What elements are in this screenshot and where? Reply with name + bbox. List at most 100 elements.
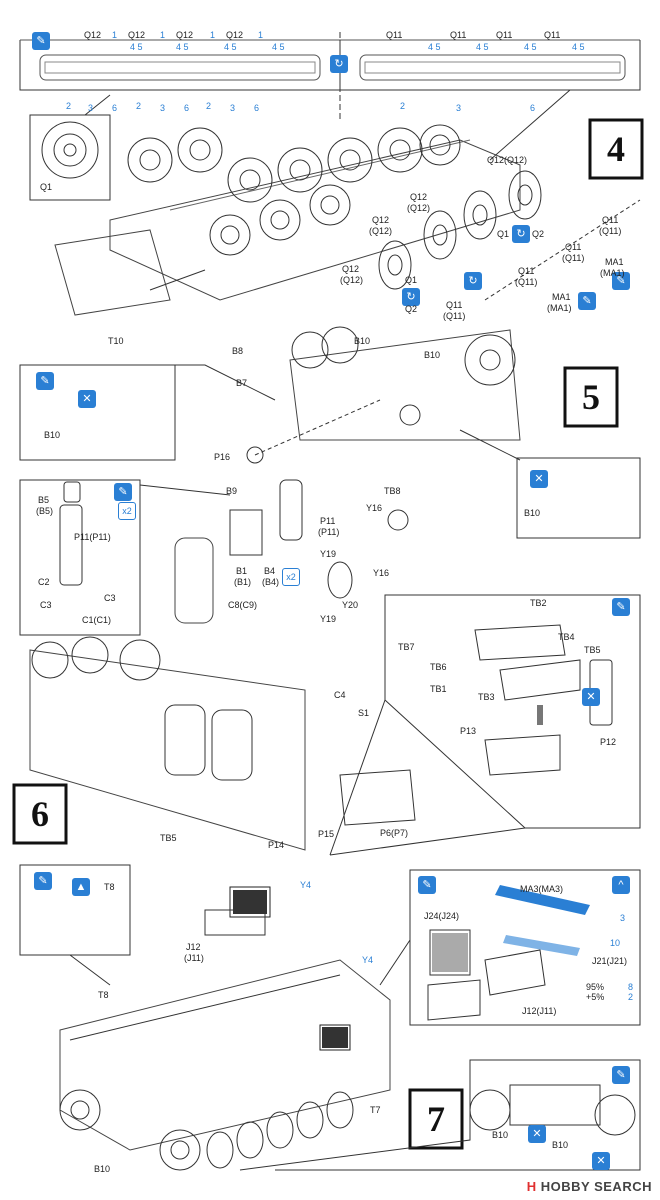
part-label: (P11) [318, 527, 340, 537]
part-label: J24(J24) [424, 911, 460, 921]
part-label: (Q12) [340, 275, 364, 285]
no-glue-icon: ✕ [528, 1125, 546, 1143]
part-label: MA1 [552, 292, 571, 302]
part-label: TB5 [584, 645, 601, 655]
part-label: TB3 [478, 692, 495, 702]
glue-icon: ▲ [72, 878, 90, 896]
part-label: C8(C9) [228, 600, 258, 610]
no-glue-icon: ✕ [530, 470, 548, 488]
part-label: TB7 [398, 642, 415, 652]
part-label: Q11 [518, 266, 535, 276]
part-label: Y19 [320, 614, 337, 624]
part-label: Q11 [446, 300, 463, 310]
no-glue-icon: ✕ [78, 390, 96, 408]
cement-icon: ✎ [612, 272, 630, 290]
num-label: 6 [254, 103, 260, 113]
part-label: (B4) [262, 577, 280, 587]
part-label: (B1) [234, 577, 252, 587]
num-label: 6 [112, 103, 118, 113]
cement-icon: ✎ [418, 876, 436, 894]
part-label: B4 [264, 566, 276, 576]
part-label: B10 [524, 508, 541, 518]
part-label: J12 [186, 942, 201, 952]
num-label: 4 5 [130, 42, 143, 52]
watermark: H HOBBY SEARCH [527, 1179, 652, 1194]
part-label: Q12 [176, 30, 194, 40]
num-label: 6 [184, 103, 190, 113]
part-label: P11(P11) [74, 532, 111, 542]
part-label: P15 [318, 829, 335, 839]
part-label: P12 [600, 737, 617, 747]
part-label: T7 [370, 1105, 381, 1115]
part-label: P6(P7) [380, 828, 409, 838]
num-label: 1 [210, 30, 216, 40]
part-label: Q1 [405, 275, 418, 285]
step-number-4: 4 [607, 129, 625, 169]
part-label: 95% [586, 982, 605, 992]
part-label: (Q11) [515, 277, 538, 287]
part-label: Y19 [320, 549, 337, 559]
x2-icon: x2 [282, 568, 300, 586]
num-label: 3 [88, 103, 94, 113]
part-label: B10 [44, 430, 61, 440]
part-label: B10 [424, 350, 441, 360]
cement-icon: ✎ [578, 292, 596, 310]
part-label: (B5) [36, 506, 54, 516]
cement-icon: ✎ [612, 598, 630, 616]
part-label: TB4 [558, 632, 575, 642]
part-label: TB8 [384, 486, 401, 496]
part-label: Q11 [450, 30, 467, 40]
part-label: Q12 [342, 264, 360, 274]
watermark-hobby: HOBBY [540, 1179, 590, 1194]
watermark-search: SEARCH [594, 1179, 652, 1194]
part-label: B9 [226, 486, 238, 496]
part-label: B10 [94, 1164, 111, 1174]
part-label: (Q12) [369, 226, 393, 236]
part-label: C2 [38, 577, 50, 587]
part-label: T8 [98, 990, 109, 1000]
part-label: TB1 [430, 684, 447, 694]
num-label: 3 [456, 103, 462, 113]
part-label: Q11 [602, 215, 619, 225]
num-label: 3 [230, 103, 236, 113]
part-label: Y4 [300, 880, 312, 890]
no-glue-icon: ✕ [592, 1152, 610, 1170]
part-label: Q11 [386, 30, 403, 40]
part-label: B8 [232, 346, 244, 356]
cement-icon: ✎ [32, 32, 50, 50]
paint-code: 8 [628, 982, 634, 992]
paint-code: 2 [628, 992, 634, 1002]
num-label: 2 [206, 101, 212, 111]
part-label: C3 [104, 593, 116, 603]
num-label: 1 [112, 30, 118, 40]
part-label: C1(C1) [82, 615, 112, 625]
part-label: C3 [40, 600, 52, 610]
part-label: (Q11) [443, 311, 466, 321]
cement-icon: ✎ [114, 483, 132, 501]
num-label: 4 5 [476, 42, 489, 52]
part-label: Q2 [532, 229, 545, 239]
num-label: 4 5 [524, 42, 537, 52]
part-label: P16 [214, 452, 231, 462]
part-label: Q1 [40, 182, 53, 192]
num-label: 4 5 [272, 42, 285, 52]
part-label: (MA1) [547, 303, 572, 313]
part-label: (Q12) [407, 203, 431, 213]
num-label: 4 5 [428, 42, 441, 52]
num-label: 1 [258, 30, 264, 40]
part-label: B1 [236, 566, 248, 576]
part-label: Q12 [372, 215, 390, 225]
rotate-icon: ↻ [512, 225, 530, 243]
part-label: Y16 [366, 503, 383, 513]
num-label: 4 5 [224, 42, 237, 52]
part-label: Q12(Q12) [487, 155, 528, 165]
part-label: Y4 [362, 955, 374, 965]
rotate-icon: ↻ [330, 55, 348, 73]
num-label: 6 [530, 103, 536, 113]
part-label: TB5 [160, 833, 177, 843]
part-label: P13 [460, 726, 477, 736]
part-label: TB2 [530, 598, 547, 608]
num-label: 4 5 [572, 42, 585, 52]
